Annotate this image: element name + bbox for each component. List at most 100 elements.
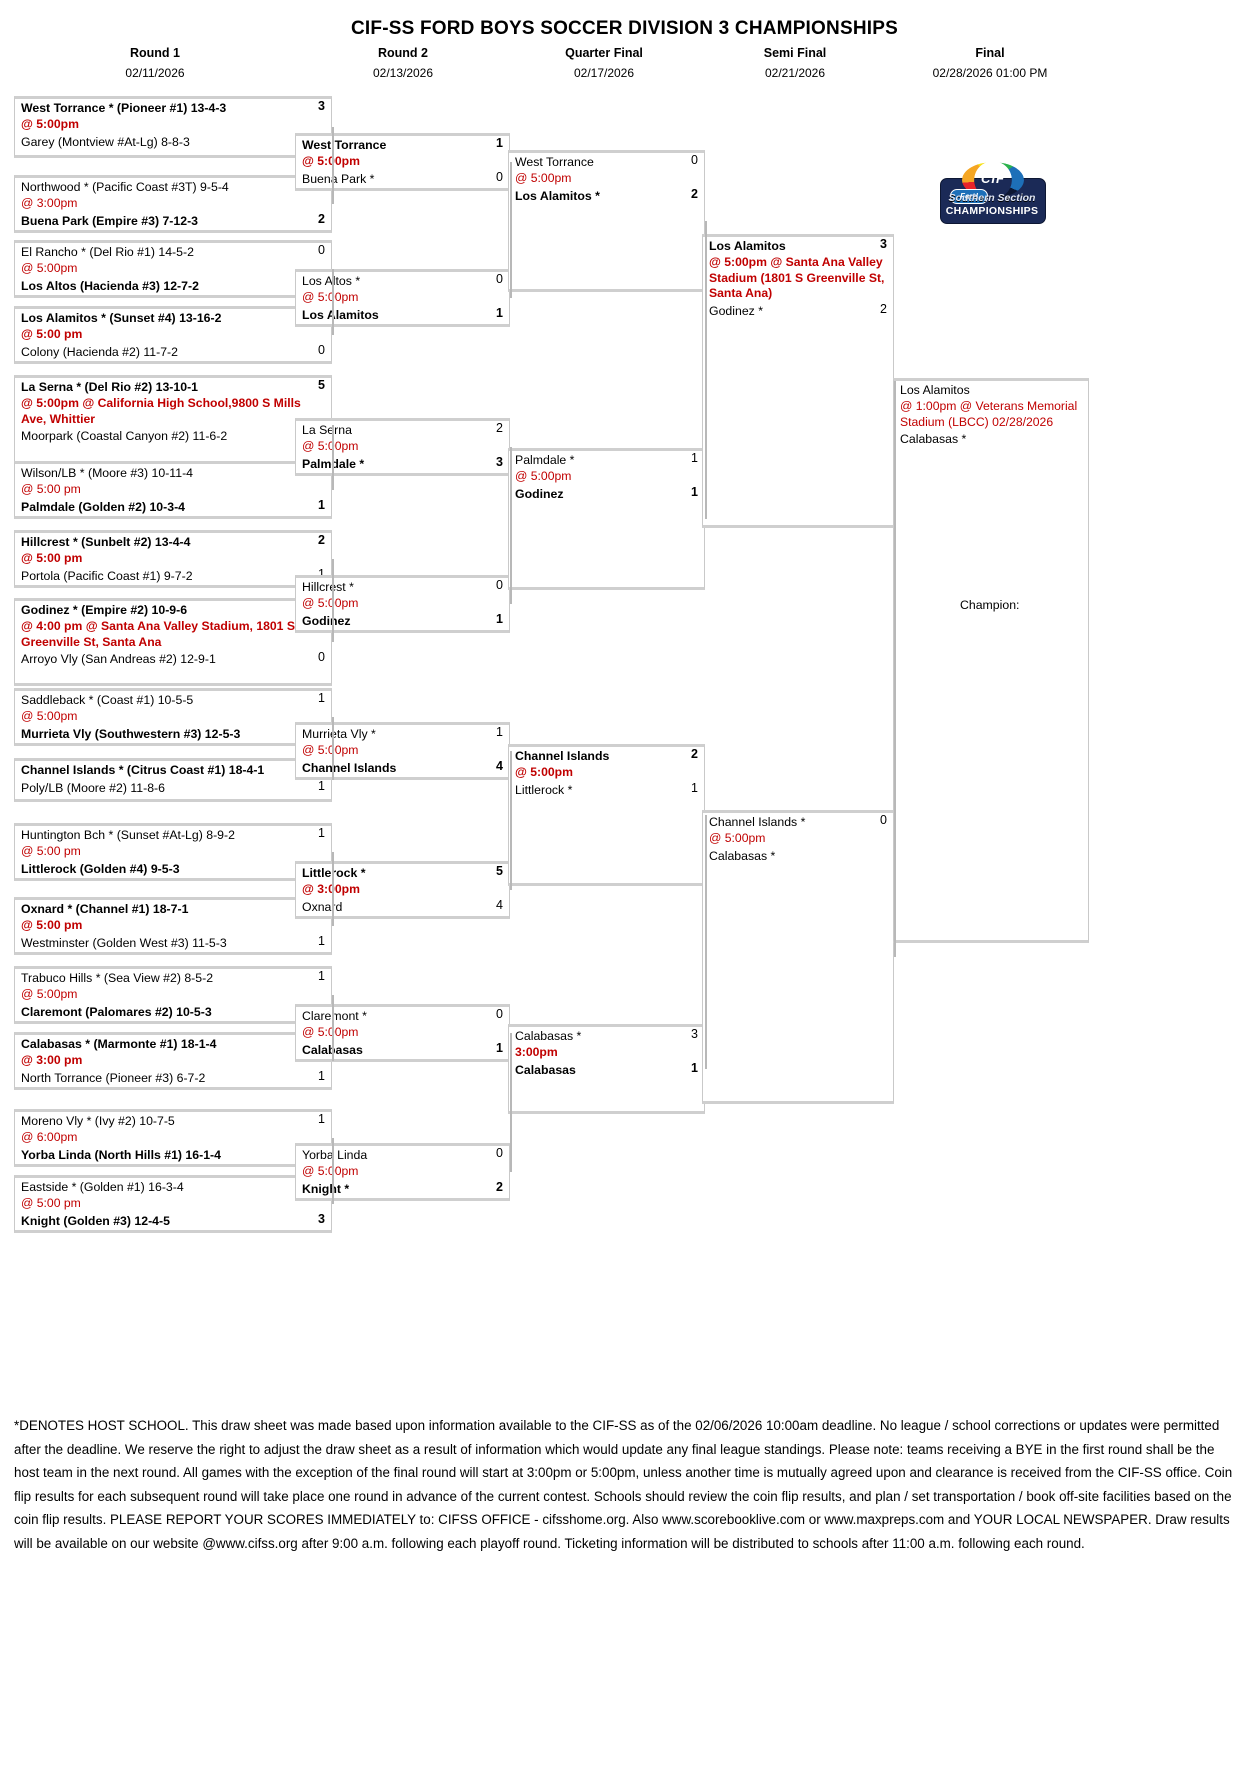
match-box[interactable]: Wilson/LB * (Moore #3) 10-11-40@ 5:00 pm… [14,461,332,519]
match-box[interactable]: Oxnard * (Channel #1) 18-7-14@ 5:00 pmWe… [14,897,332,955]
team-row-bot[interactable]: Calabasas * [894,430,1088,448]
logo-line1: Southern Section [948,192,1036,204]
team-row-bot[interactable]: Moorpark (Coastal Canyon #2) 11-6-21 [15,427,331,445]
match-box[interactable]: Godinez * (Empire #2) 10-9-63@ 4:00 pm @… [14,598,332,686]
team-score: 0 [496,578,503,592]
team-row-bot[interactable]: Los Altos (Hacienda #3) 12-7-22 [15,277,331,295]
team-row-bot[interactable]: Littlerock *1 [509,781,704,799]
team-row-bot[interactable]: Murrieta Vly (Southwestern #3) 12-5-32 [15,725,331,743]
team-row-bot[interactable]: Buena Park *0 [296,170,509,188]
team-row-top[interactable]: Oxnard * (Channel #1) 18-7-14 [15,900,331,918]
team-row-top[interactable]: Wilson/LB * (Moore #3) 10-11-40 [15,464,331,482]
team-row-top[interactable]: Littlerock *5 [296,864,509,882]
team-row-top[interactable]: Calabasas * (Marmonte #1) 18-1-44 [15,1035,331,1053]
match-box[interactable]: Calabasas * (Marmonte #1) 18-1-44@ 3:00 … [14,1032,332,1090]
team-row-bot[interactable]: Claremont (Palomares #2) 10-5-32 [15,1003,331,1021]
match-box[interactable]: Northwood * (Pacific Coast #3T) 9-5-41@ … [14,175,332,233]
team-row-bot[interactable]: Godinez *2 [703,302,893,320]
team-name: Westminster (Golden West #3) 11-5-3 [21,935,227,950]
team-row-top[interactable]: Channel Islands *0 [703,813,893,831]
match-box[interactable]: Los Alamitos * (Sunset #4) 13-16-22@ 5:0… [14,306,332,364]
team-row-top[interactable]: Channel Islands * (Citrus Coast #1) 18-4… [15,761,331,779]
team-row-bot[interactable]: Yorba Linda (North Hills #1) 16-1-42 [15,1146,331,1164]
team-row-bot[interactable]: Knight *2 [296,1180,509,1198]
match-box[interactable]: Eastside * (Golden #1) 16-3-41@ 5:00 pmK… [14,1175,332,1233]
team-row-bot[interactable]: Calabasas * [703,847,893,865]
team-row-top[interactable]: Northwood * (Pacific Coast #3T) 9-5-41 [15,178,331,196]
team-row-top[interactable]: Los Altos *0 [296,272,509,290]
match-box[interactable]: Los Alamitos@ 1:00pm @ Veterans Memorial… [893,378,1089,943]
team-row-top[interactable]: Palmdale *1 [509,451,704,469]
team-score: 3 [318,99,325,113]
team-row-bot[interactable]: Los Alamitos *2 [509,187,704,205]
team-row-bot[interactable]: Garey (Montview #At-Lg) 8-8-32 [15,133,331,151]
team-row-top[interactable]: Calabasas *3 [509,1027,704,1045]
team-row-bot[interactable]: Palmdale *3 [296,455,509,473]
team-row-top[interactable]: Eastside * (Golden #1) 16-3-41 [15,1178,331,1196]
team-score: 1 [318,779,325,793]
team-row-bot[interactable]: Littlerock (Golden #4) 9-5-32 [15,860,331,878]
team-row-top[interactable]: Los Alamitos * (Sunset #4) 13-16-22 [15,309,331,327]
team-row-top[interactable]: Los Alamitos [894,381,1088,399]
team-row-top[interactable]: Godinez * (Empire #2) 10-9-63 [15,601,331,619]
team-row-top[interactable]: Claremont *0 [296,1007,509,1025]
team-name: Arroyo Vly (San Andreas #2) 12-9-1 [21,652,216,666]
team-row-top[interactable]: Murrieta Vly *1 [296,725,509,743]
match-box[interactable]: Channel Islands * (Citrus Coast #1) 18-4… [14,758,332,802]
team-row-top[interactable]: Hillcrest *0 [296,578,509,596]
connector-vertical [332,995,334,1061]
